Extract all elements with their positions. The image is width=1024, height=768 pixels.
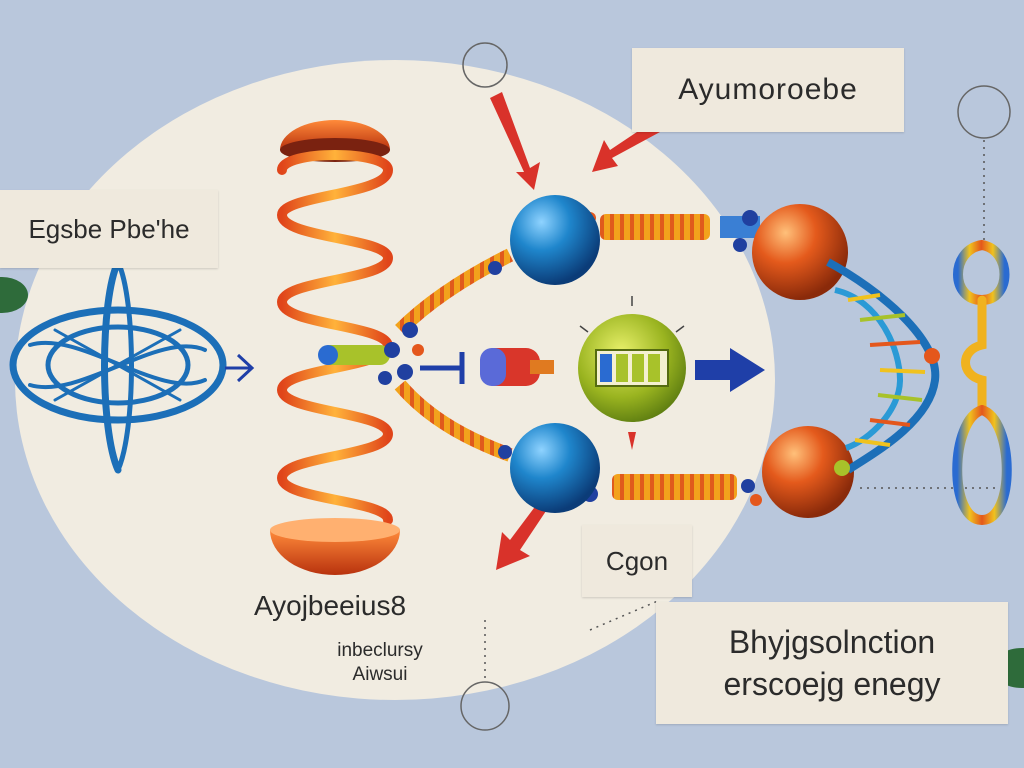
label-center-right: Cgon xyxy=(605,545,669,576)
label-center-right-box: Cgon xyxy=(582,525,692,597)
battery-icon xyxy=(578,296,686,450)
sphere-orange-bottom xyxy=(762,426,854,518)
label-bottom-right-line-1: Bhyjgsolnction xyxy=(728,624,936,660)
label-top-right-box: Ayumoroebe xyxy=(632,48,904,132)
dna-helix-icon xyxy=(826,258,940,476)
figure-eight-chain-icon xyxy=(952,239,1012,526)
molecular-cage-icon xyxy=(9,258,227,474)
molecule-chain-lower xyxy=(394,380,737,500)
label-bottom-sub-2: Aiwsui xyxy=(352,664,408,685)
marker-circle-bottom xyxy=(460,681,510,731)
guide-line-bottom-diagonal xyxy=(589,599,661,631)
marker-circle-top xyxy=(462,42,508,88)
arrow-icon xyxy=(225,353,255,383)
marker-circle-right xyxy=(957,85,1011,139)
leaf-left-icon xyxy=(0,277,28,313)
arrow-icon xyxy=(695,348,765,392)
sphere-blue-top xyxy=(510,195,600,285)
label-bottom-right-box: Bhyjgsolnction erscoejg enegy xyxy=(656,602,1008,724)
label-bottom-sub-1: inbeclursy xyxy=(337,640,423,661)
helix-spring-icon xyxy=(270,120,400,575)
label-left: Egsbe Pbe'he xyxy=(28,213,190,244)
molecule-chain-center xyxy=(318,345,390,365)
capsule-icon xyxy=(420,348,554,386)
label-bottom-right-line-2: erscoejg enegy xyxy=(723,666,941,702)
sphere-blue-bottom xyxy=(510,423,600,513)
label-bottom-center: Ayojbeeius8 xyxy=(253,590,407,621)
label-left-box: Egsbe Pbe'he xyxy=(0,190,218,268)
sphere-orange-top xyxy=(752,204,848,300)
arrow-icon xyxy=(490,92,660,570)
label-top-right: Ayumoroebe xyxy=(678,73,858,106)
